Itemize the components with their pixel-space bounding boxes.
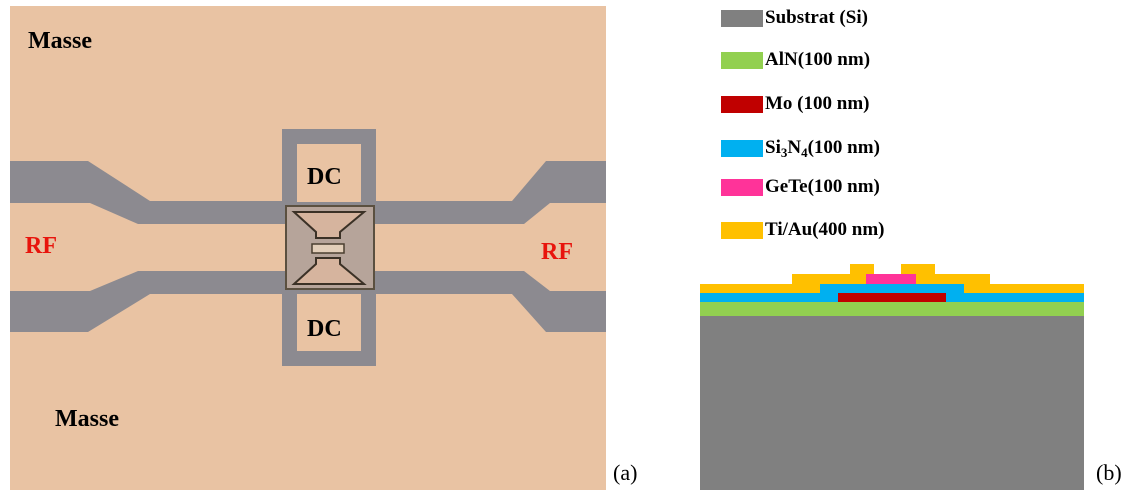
layer-stack-cross-section <box>700 264 1084 490</box>
dc-pad-bottom <box>282 286 376 366</box>
legend-swatch-gete <box>721 178 763 196</box>
legend-label-gete: GeTe(100 nm) <box>765 176 880 197</box>
legend-swatch-tiau <box>721 221 763 239</box>
switch-gete-bar <box>311 243 345 254</box>
switch-lower-electrode <box>291 257 367 285</box>
switch-upper-electrode <box>291 211 367 239</box>
layer-sin-raised <box>820 284 964 293</box>
legend-swatch-aln <box>721 51 763 69</box>
device-micrograph: Masse Masse RF RF DC DC <box>10 6 606 490</box>
panel-b-tag: (b) <box>1096 460 1122 485</box>
rf-line-lower <box>10 271 292 332</box>
legend-swatch-mo <box>721 95 763 113</box>
rf-label-right: RF <box>541 239 573 265</box>
masse-label-bottom: Masse <box>55 406 119 432</box>
legend-label-si: Substrat (Si) <box>765 7 868 28</box>
legend-label-sin: Si3N4(100 nm) <box>765 137 880 160</box>
legend-item-aln: AlN(100 nm) <box>721 49 870 71</box>
legend-item-sin: Si3N4(100 nm) <box>721 137 880 159</box>
legend-label-aln: AlN(100 nm) <box>765 49 871 70</box>
layer-aln <box>700 302 1084 316</box>
legend-item-gete: GeTe(100 nm) <box>721 176 880 198</box>
rf-line-upper <box>10 161 292 224</box>
legend-swatch-si <box>721 9 763 27</box>
legend-item-mo: Mo (100 nm) <box>721 93 869 115</box>
layer-tiau-top-right <box>901 264 935 274</box>
legend-swatch-sin <box>721 139 763 157</box>
legend-label-tiau: Ti/Au(400 nm) <box>765 219 885 240</box>
dc-label-bottom: DC <box>307 316 342 342</box>
dc-label-top: DC <box>307 164 342 190</box>
rf-line-lower-right <box>374 271 606 332</box>
layer-tiau-top-left <box>850 264 874 274</box>
legend-item-tiau: Ti/Au(400 nm) <box>721 219 884 241</box>
dc-pad-top <box>282 129 376 209</box>
legend-label-mo: Mo (100 nm) <box>765 93 870 114</box>
layer-substrate-si <box>700 316 1084 490</box>
legend-item-si: Substrat (Si) <box>721 7 868 29</box>
masse-label-top: Masse <box>28 28 92 54</box>
panel-a-tag: (a) <box>613 460 638 485</box>
layer-mo <box>838 293 946 302</box>
rf-line-upper-right <box>374 161 606 224</box>
layer-gete <box>866 274 916 284</box>
rf-label-left: RF <box>25 233 57 259</box>
